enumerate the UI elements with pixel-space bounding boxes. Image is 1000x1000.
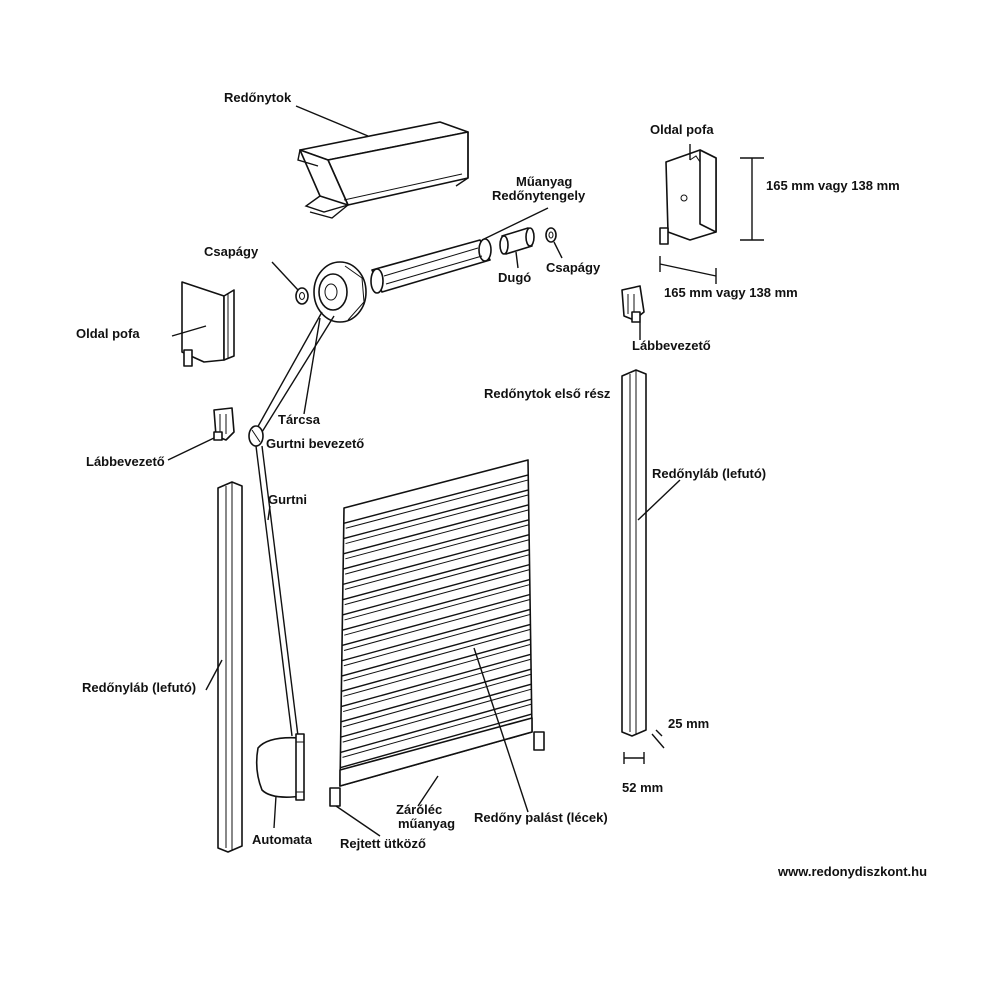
belt-guide-icon xyxy=(248,425,264,447)
axle-icon xyxy=(370,238,492,294)
dim-width-marker xyxy=(659,256,717,284)
slat-groove xyxy=(343,613,531,667)
dim-height-marker xyxy=(740,157,764,241)
slat-groove xyxy=(343,658,531,713)
slat-line xyxy=(342,534,530,586)
slat-groove xyxy=(342,688,532,743)
dim-rail-markers xyxy=(623,729,665,764)
slat-groove xyxy=(345,494,529,545)
slat-groove xyxy=(343,628,531,682)
slat-line xyxy=(341,608,531,662)
label-zarolec-2: műanyag xyxy=(398,816,455,831)
label-dim-height: 165 mm vagy 138 mm xyxy=(766,178,900,193)
shutter-box-icon xyxy=(297,121,469,219)
belt-icon xyxy=(255,311,335,737)
slat-line xyxy=(342,548,530,601)
label-gurtni: Gurtni xyxy=(268,492,307,507)
leader-lines xyxy=(167,105,691,837)
end-plate-right-icon xyxy=(659,149,717,245)
slat-curtain-icon xyxy=(339,459,533,787)
label-automata: Automata xyxy=(252,832,313,847)
slat-line xyxy=(340,683,532,738)
label-website[interactable]: www.redonydiszkont.hu xyxy=(777,864,927,879)
label-muanyag-1: Műanyag xyxy=(516,174,572,189)
slat-line xyxy=(342,578,530,631)
label-labbevezeto-left: Lábbevezető xyxy=(86,454,165,469)
slat-line xyxy=(340,713,532,769)
label-rejtett: Rejtett ütköző xyxy=(340,836,426,851)
guide-rail-right-icon xyxy=(621,369,647,737)
label-redony-palast: Redőny palást (lécek) xyxy=(474,810,608,825)
label-csapagy-right: Csapágy xyxy=(546,260,601,275)
slat-groove xyxy=(344,524,530,575)
label-dim-25: 25 mm xyxy=(668,716,709,731)
label-dim-52: 52 mm xyxy=(622,780,663,795)
slat-groove xyxy=(342,673,532,728)
pulley-disc-icon xyxy=(313,261,367,323)
bottom-bar xyxy=(339,717,533,787)
slat-line xyxy=(343,489,529,540)
slat-line xyxy=(343,474,529,524)
slat-line xyxy=(343,504,529,555)
label-csapagy-left: Csapágy xyxy=(204,244,259,259)
slat-line xyxy=(340,668,532,723)
label-tarcsa: Tárcsa xyxy=(278,412,321,427)
label-oldal-pofa-right: Oldal pofa xyxy=(650,122,714,137)
slat-line xyxy=(341,623,531,677)
slat-groove xyxy=(344,554,530,606)
label-redonytok: Redőnytok xyxy=(224,90,292,105)
end-plate-left-icon xyxy=(181,281,235,367)
slat-groove xyxy=(343,599,531,651)
slat-groove xyxy=(345,509,529,560)
bearing-right-icon xyxy=(545,227,557,243)
label-gurtni-bevezeto: Gurtni bevezető xyxy=(266,436,364,451)
bearing-left-icon xyxy=(295,287,309,305)
hidden-stop-icon xyxy=(329,731,545,807)
label-redonytok-elso: Redőnytok első rész xyxy=(484,386,611,401)
slat-line xyxy=(342,563,530,616)
rail-guide-left-icon xyxy=(213,407,235,441)
label-redonylab-right: Redőnyláb (lefutó) xyxy=(652,466,766,481)
label-redonylab-left: Redőnyláb (lefutó) xyxy=(82,680,196,695)
slat-line xyxy=(341,638,531,692)
slat-groove xyxy=(344,539,530,590)
label-dim-width: 165 mm vagy 138 mm xyxy=(664,285,798,300)
label-oldal-pofa-left: Oldal pofa xyxy=(76,326,140,341)
slat-line xyxy=(341,593,531,647)
label-zarolec-1: Záróléc xyxy=(396,802,442,817)
slat-groove xyxy=(344,569,530,621)
label-muanyag-2: Redőnytengely xyxy=(492,188,586,203)
guide-rail-left-icon xyxy=(217,481,243,853)
label-dugo: Dugó xyxy=(498,270,531,285)
slat-groove xyxy=(344,584,530,636)
slat-groove xyxy=(342,703,532,758)
belt-winder-icon xyxy=(255,733,305,801)
rail-guide-right-icon xyxy=(621,285,645,323)
plug-icon xyxy=(499,227,535,255)
slat-line xyxy=(342,519,530,570)
slat-line xyxy=(340,698,532,754)
slat-groove xyxy=(345,479,529,529)
slat-line xyxy=(340,653,532,708)
label-labbevezeto-right: Lábbevezető xyxy=(632,338,711,353)
slat-groove xyxy=(343,643,531,697)
